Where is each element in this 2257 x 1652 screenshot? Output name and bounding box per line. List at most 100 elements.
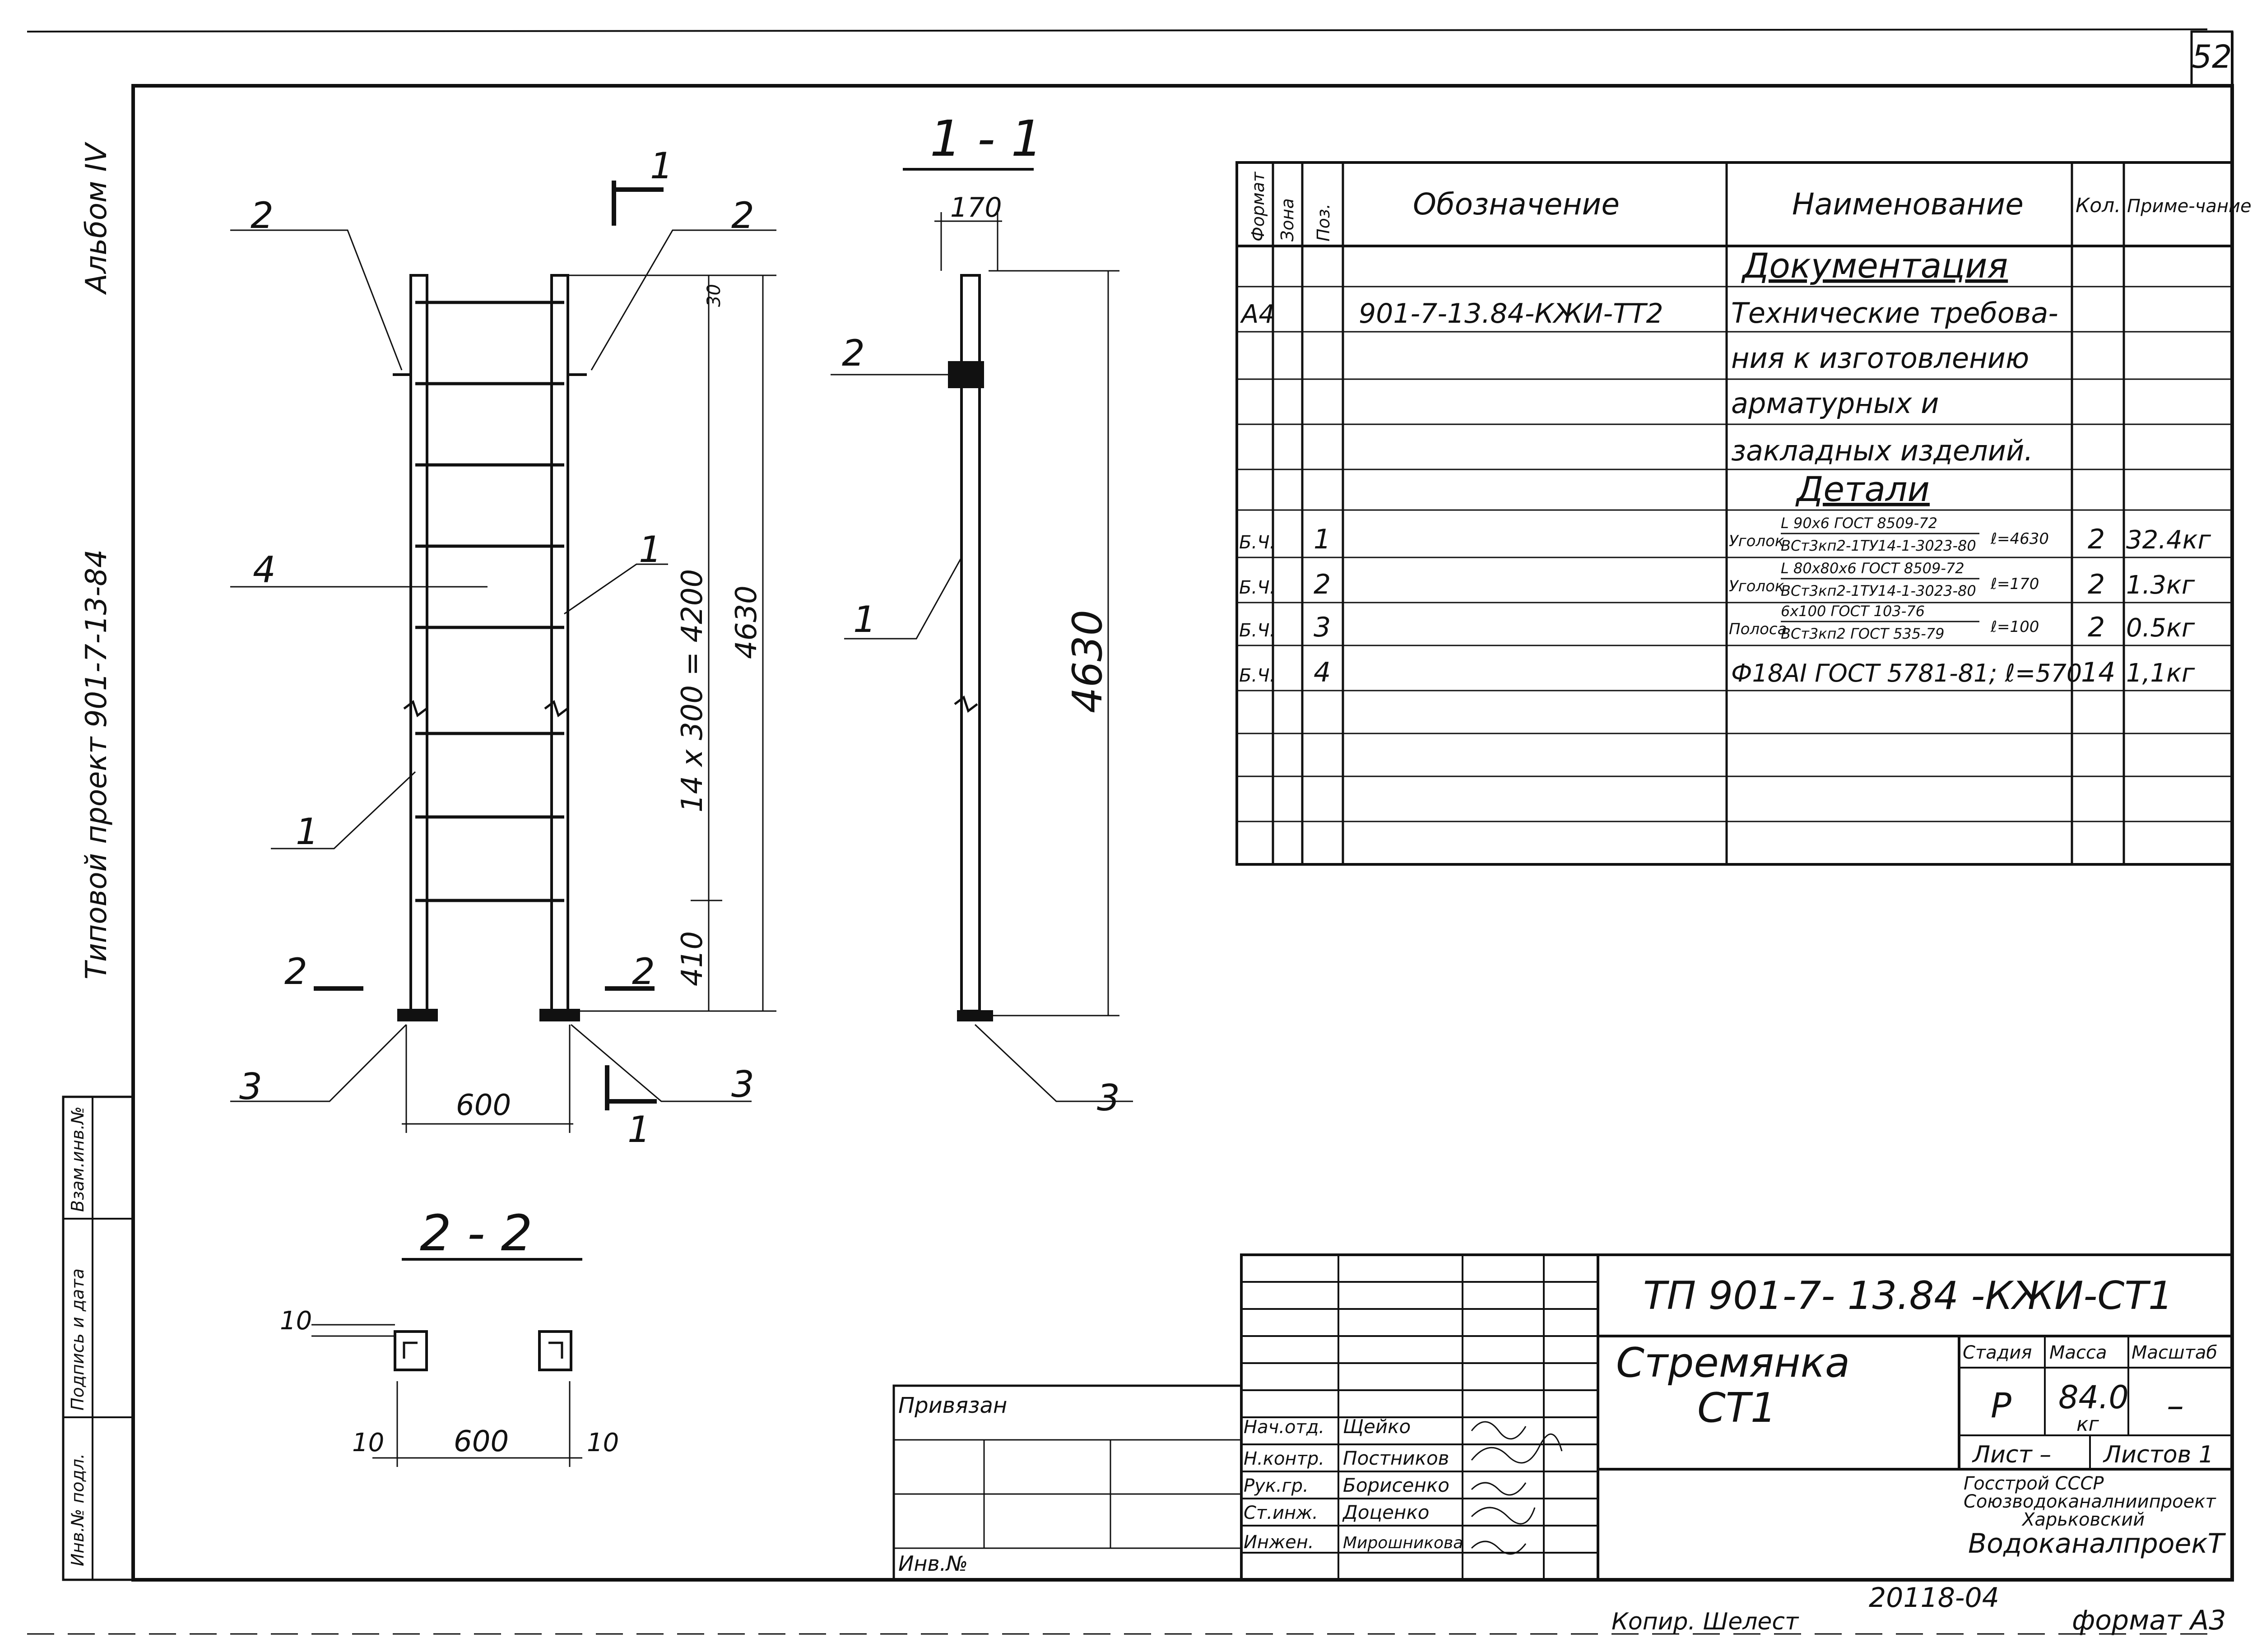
spec-cell-name: ния к изготовлению xyxy=(1731,342,2029,375)
dim-rungs: 14 x 300 = 4200 xyxy=(676,569,709,812)
dim-top: 30 xyxy=(704,284,724,307)
signer-name: Мирошникова xyxy=(1343,1534,1463,1552)
spec-cell-name: Ф18АI ГОСТ 5781-81; ℓ=570 xyxy=(1731,659,2082,687)
spec-cell-pos: 4 xyxy=(1314,657,1331,688)
ladder-rungs xyxy=(415,301,564,902)
spec-cell-length: ℓ=100 xyxy=(1990,618,2039,636)
spec-cell-fraction-bottom: ВСт3кп2 ГОСТ 535-79 xyxy=(1781,625,1945,642)
copied-by: Копир. Шелест xyxy=(1611,1608,1799,1635)
album-label: Альбом IV xyxy=(80,141,113,295)
stage-label: Стадия xyxy=(1963,1342,2032,1363)
sheet-label: Лист – xyxy=(1972,1441,2051,1468)
signer-name: Постников xyxy=(1343,1447,1449,1469)
spec-header-qty: Кол. xyxy=(2076,194,2121,217)
spec-cell-length: ℓ=170 xyxy=(1990,575,2039,593)
spec-section-heading: Документация xyxy=(1741,246,2008,286)
section-1-1-title: 1 - 1 xyxy=(930,110,1043,167)
front-pos-2-right: 2 xyxy=(731,195,754,237)
org-line-1: Госстрой СССР xyxy=(1964,1473,2104,1494)
spec-cell-length: ℓ=4630 xyxy=(1990,530,2049,548)
spec-cell-fraction-top: 6х100 ГОСТ 103-76 xyxy=(1781,603,1925,620)
spec-cell-note: 1.3кг xyxy=(2126,571,2195,600)
dim-right-section-2-2: 10 xyxy=(587,1428,619,1457)
mass-label: Масса xyxy=(2049,1342,2107,1363)
spec-cell-format: Б.Ч. xyxy=(1239,532,1275,553)
scale-value: – xyxy=(2167,1385,2184,1425)
spec-cell-qty: 2 xyxy=(2088,524,2105,555)
org-line-4: ВодоканалпроекТ xyxy=(1968,1528,2226,1559)
signer-role: Ст.инж. xyxy=(1244,1503,1318,1523)
spec-cell-format: Б.Ч. xyxy=(1239,665,1275,686)
page-number: 52 xyxy=(2192,38,2232,75)
sec11-pos-1: 1 xyxy=(853,599,876,640)
spec-cell-pos: 1 xyxy=(1314,524,1331,555)
spec-cell-qty: 2 xyxy=(2088,569,2105,600)
front-pos-3-right: 3 xyxy=(731,1063,754,1105)
front-pos-2-left: 2 xyxy=(251,195,274,237)
sheets-label: Листов 1 xyxy=(2103,1441,2214,1468)
drawing-name: Стремянка xyxy=(1616,1339,1850,1387)
spec-cell-name: арматурных и xyxy=(1731,387,1939,420)
stage-value: Р xyxy=(1991,1385,2011,1425)
front-pos-1-right: 1 xyxy=(639,529,662,571)
side-cell-inventory: Инв.№ подл. xyxy=(68,1453,88,1566)
dim-width-section-2-2: 600 xyxy=(454,1425,509,1458)
binding-label: Привязан xyxy=(898,1393,1007,1418)
signatures xyxy=(1471,1421,1563,1555)
spec-cell-prefix: Полоса xyxy=(1729,620,1787,638)
spec-header-format: Формат xyxy=(1248,171,1268,241)
spec-cell-name: закладных изделий. xyxy=(1731,434,2033,467)
signer-role: Рук.гр. xyxy=(1244,1476,1309,1496)
spec-cell-format: Б.Ч. xyxy=(1239,577,1275,598)
sheet-format: формат А3 xyxy=(2072,1605,2226,1636)
spec-cell-name: Технические требова- xyxy=(1731,297,2058,329)
dim-total-height-front: 4630 xyxy=(730,585,763,659)
dim-left-section-2-2: 10 xyxy=(352,1428,384,1457)
section-1-1 xyxy=(831,168,1133,1102)
spec-cell-designation: 901-7-13.84-КЖИ-ТТ2 xyxy=(1359,298,1663,329)
spec-cell-prefix: Уголок xyxy=(1729,532,1784,550)
dim-thick-section-2-2: 10 xyxy=(280,1306,312,1336)
signer-name: Борисенко xyxy=(1343,1474,1449,1496)
side-cell-signature: Подпись и дата xyxy=(68,1268,88,1411)
spec-cell-note: 0.5кг xyxy=(2126,613,2195,643)
section-mark-2-left: 2 xyxy=(284,951,307,993)
dim-width-section-1-1: 170 xyxy=(950,192,1002,223)
spec-table xyxy=(1235,161,2234,866)
spec-header-pos: Поз. xyxy=(1314,204,1333,241)
spec-cell-fraction-bottom: ВСт3кп2-1ТУ14-1-3023-80 xyxy=(1781,537,1976,554)
dim-height-section-1-1: 4630 xyxy=(1064,610,1111,713)
title-block xyxy=(892,1253,2234,1581)
drawing-mark: СТ1 xyxy=(1697,1384,1776,1432)
project-label: Типовой проект 901-7-13-84 xyxy=(80,549,113,979)
mass-value: 84.0 xyxy=(2058,1379,2129,1416)
section-mark-2-right: 2 xyxy=(632,951,655,993)
section-2-2-title: 2 - 2 xyxy=(420,1204,533,1262)
spec-cell-fraction-top: L 90х6 ГОСТ 8509-72 xyxy=(1781,515,1937,532)
signer-name: Щейко xyxy=(1343,1415,1411,1438)
spec-cell-fraction-bottom: ВСт3кп2-1ТУ14-1-3023-80 xyxy=(1781,582,1976,599)
signer-name: Доценко xyxy=(1342,1501,1429,1523)
front-view xyxy=(230,181,776,1133)
spec-cell-pos: 2 xyxy=(1314,569,1331,600)
signer-role: Инжен. xyxy=(1244,1532,1314,1553)
spec-cell-fraction-top: L 80х80х6 ГОСТ 8509-72 xyxy=(1781,560,1964,577)
dim-width-front: 600 xyxy=(456,1089,511,1122)
dim-bottom: 410 xyxy=(676,931,709,986)
org-line-2: Союзводоканалниипроект xyxy=(1964,1491,2216,1512)
signer-role: Н.контр. xyxy=(1244,1448,1324,1469)
spec-cell-note: 32.4кг xyxy=(2126,525,2211,555)
drawing-code: ТП 901-7- 13.84 -КЖИ-СТ1 xyxy=(1643,1273,2173,1318)
spec-cell-qty: 2 xyxy=(2088,612,2105,643)
spec-cell-pos: 3 xyxy=(1314,612,1331,643)
spec-cell-format: Б.Ч. xyxy=(1239,620,1275,641)
spec-header-note: Приме-чание xyxy=(2127,196,2252,217)
front-pos-3-left: 3 xyxy=(239,1066,262,1108)
org-line-3: Харьковский xyxy=(2021,1509,2145,1530)
inventory-label: Инв.№ xyxy=(898,1551,968,1576)
spec-header-name: Наименование xyxy=(1792,187,2024,222)
section-2-2 xyxy=(311,1258,582,1467)
spec-header-designation: Обозначение xyxy=(1413,187,1620,222)
spec-cell-note: 1,1кг xyxy=(2126,659,2195,688)
